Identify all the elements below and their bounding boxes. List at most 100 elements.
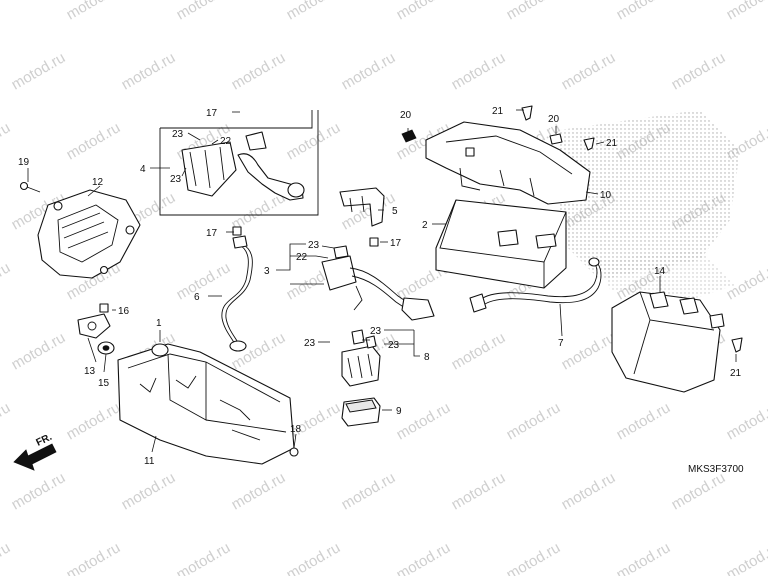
- watermark-text: motod.ru: [504, 0, 564, 23]
- watermark-text: motod.ru: [64, 119, 124, 163]
- callout-23: 23: [370, 326, 382, 337]
- watermark-text: motod.ru: [284, 119, 344, 163]
- part-cover-14: [611, 291, 725, 393]
- watermark-text: motod.ru: [284, 539, 344, 576]
- watermark-text: motod.ru: [9, 469, 69, 513]
- callout-20: 20: [400, 110, 412, 121]
- watermark-text: motod.ru: [559, 469, 619, 513]
- shading-area: [560, 110, 740, 280]
- watermark-text: motod.ru: [724, 539, 768, 576]
- part-screw-21c: [731, 337, 743, 353]
- watermark-text: motod.ru: [174, 539, 234, 576]
- callout-17: 17: [206, 228, 218, 239]
- diagram-code: MKS3F3700: [688, 464, 744, 475]
- callout-23: 23: [304, 338, 316, 349]
- watermark-text: motod.ru: [614, 0, 674, 23]
- watermark-text: motod.ru: [284, 0, 344, 23]
- callout-20: 20: [548, 114, 560, 125]
- part-harness-3: [321, 245, 435, 321]
- callout-21: 21: [730, 368, 742, 379]
- part-bolt-19: [19, 181, 41, 193]
- callout-9: 9: [396, 406, 402, 417]
- callout-2: 2: [422, 220, 428, 231]
- watermark-text: motod.ru: [724, 0, 768, 23]
- callout-19: 19: [18, 157, 30, 168]
- callout-23: 23: [170, 174, 182, 185]
- callout-16: 16: [118, 306, 130, 317]
- part-screw-21a: [521, 105, 533, 121]
- callout-13: 13: [84, 366, 96, 377]
- part-bracket-5: [339, 187, 385, 227]
- watermark-text: motod.ru: [64, 539, 124, 576]
- watermark-text: motod.ru: [0, 259, 13, 303]
- callout-23: 23: [388, 340, 400, 351]
- callout-14: 14: [654, 266, 666, 277]
- callout-21: 21: [492, 106, 504, 117]
- callout-22: 22: [220, 136, 232, 147]
- watermark-text: motod.ru: [174, 0, 234, 23]
- part-battery-2: [435, 199, 567, 289]
- callout-8: 8: [424, 352, 430, 363]
- watermark-text: motod.ru: [614, 539, 674, 576]
- callout-15: 15: [98, 378, 110, 389]
- watermark-text: motod.ru: [0, 399, 13, 443]
- watermark-text: motod.ru: [559, 49, 619, 93]
- callout-10: 10: [600, 190, 612, 201]
- part-relay-assembly: [159, 110, 319, 216]
- watermark-text: motod.ru: [119, 469, 179, 513]
- watermark-text: motod.ru: [174, 259, 234, 303]
- callout-17: 17: [206, 108, 218, 119]
- watermark-text: motod.ru: [669, 49, 729, 93]
- callout-3: 3: [264, 266, 270, 277]
- watermark-text: motod.ru: [394, 399, 454, 443]
- callout-1: 1: [156, 318, 162, 329]
- watermark-text: motod.ru: [0, 539, 13, 576]
- callout-22: 22: [296, 252, 308, 263]
- callout-labels: 19 12 4 17 23 22 23 5 17 6 3 23 22 17 2 …: [18, 106, 742, 467]
- part-cable-8: [221, 235, 253, 352]
- watermark-text: motod.ru: [64, 0, 124, 23]
- callout-18: 18: [290, 424, 302, 435]
- watermark-text: motod.ru: [394, 539, 454, 576]
- part-bolt-17b: [369, 237, 379, 247]
- watermark-text: motod.ru: [229, 469, 289, 513]
- callout-23: 23: [308, 240, 320, 251]
- watermark-text: motod.ru: [339, 49, 399, 93]
- watermark-text: motod.ru: [614, 399, 674, 443]
- part-boot-9: [341, 397, 381, 427]
- callout-12: 12: [92, 177, 104, 188]
- watermark-text: motod.ru: [339, 469, 399, 513]
- leader-lines: [27, 109, 737, 453]
- watermark-text: motod.ru: [449, 49, 509, 93]
- watermark-text: motod.ru: [119, 49, 179, 93]
- callout-23: 23: [172, 129, 184, 140]
- callout-8: 6: [194, 292, 200, 303]
- shading-area: [600, 250, 735, 300]
- watermark-text: motod.ru: [504, 399, 564, 443]
- watermark-text: motod.ru: [669, 469, 729, 513]
- watermark-text: motod.ru: [449, 469, 509, 513]
- watermark-text: motod.ru: [0, 119, 13, 163]
- part-clip-20b: [549, 133, 563, 145]
- part-screw-21b: [583, 137, 595, 151]
- watermark-text: motod.ru: [64, 399, 124, 443]
- part-cable-7: [469, 257, 602, 313]
- part-cover-12: [37, 189, 141, 279]
- callout-7: 7: [558, 338, 564, 349]
- part-bolt-16: [99, 303, 109, 313]
- watermark-text: motod.ru: [229, 49, 289, 93]
- callout-11: 11: [144, 456, 155, 467]
- part-bracket-10: [425, 121, 591, 205]
- watermark-text: motod.ru: [559, 329, 619, 373]
- watermark-text: motod.ru: [394, 0, 454, 23]
- watermark-text: motod.ru: [9, 49, 69, 93]
- part-bolt-17: [232, 226, 242, 236]
- callout-21: 21: [606, 138, 618, 149]
- watermark-text: motod.ru: [9, 329, 69, 373]
- part-bracket-13: [77, 313, 111, 339]
- part-relay-8: [341, 329, 381, 387]
- watermark-text: motod.ru: [449, 329, 509, 373]
- callout-17: 17: [390, 238, 402, 249]
- part-grommet-15: [97, 341, 115, 355]
